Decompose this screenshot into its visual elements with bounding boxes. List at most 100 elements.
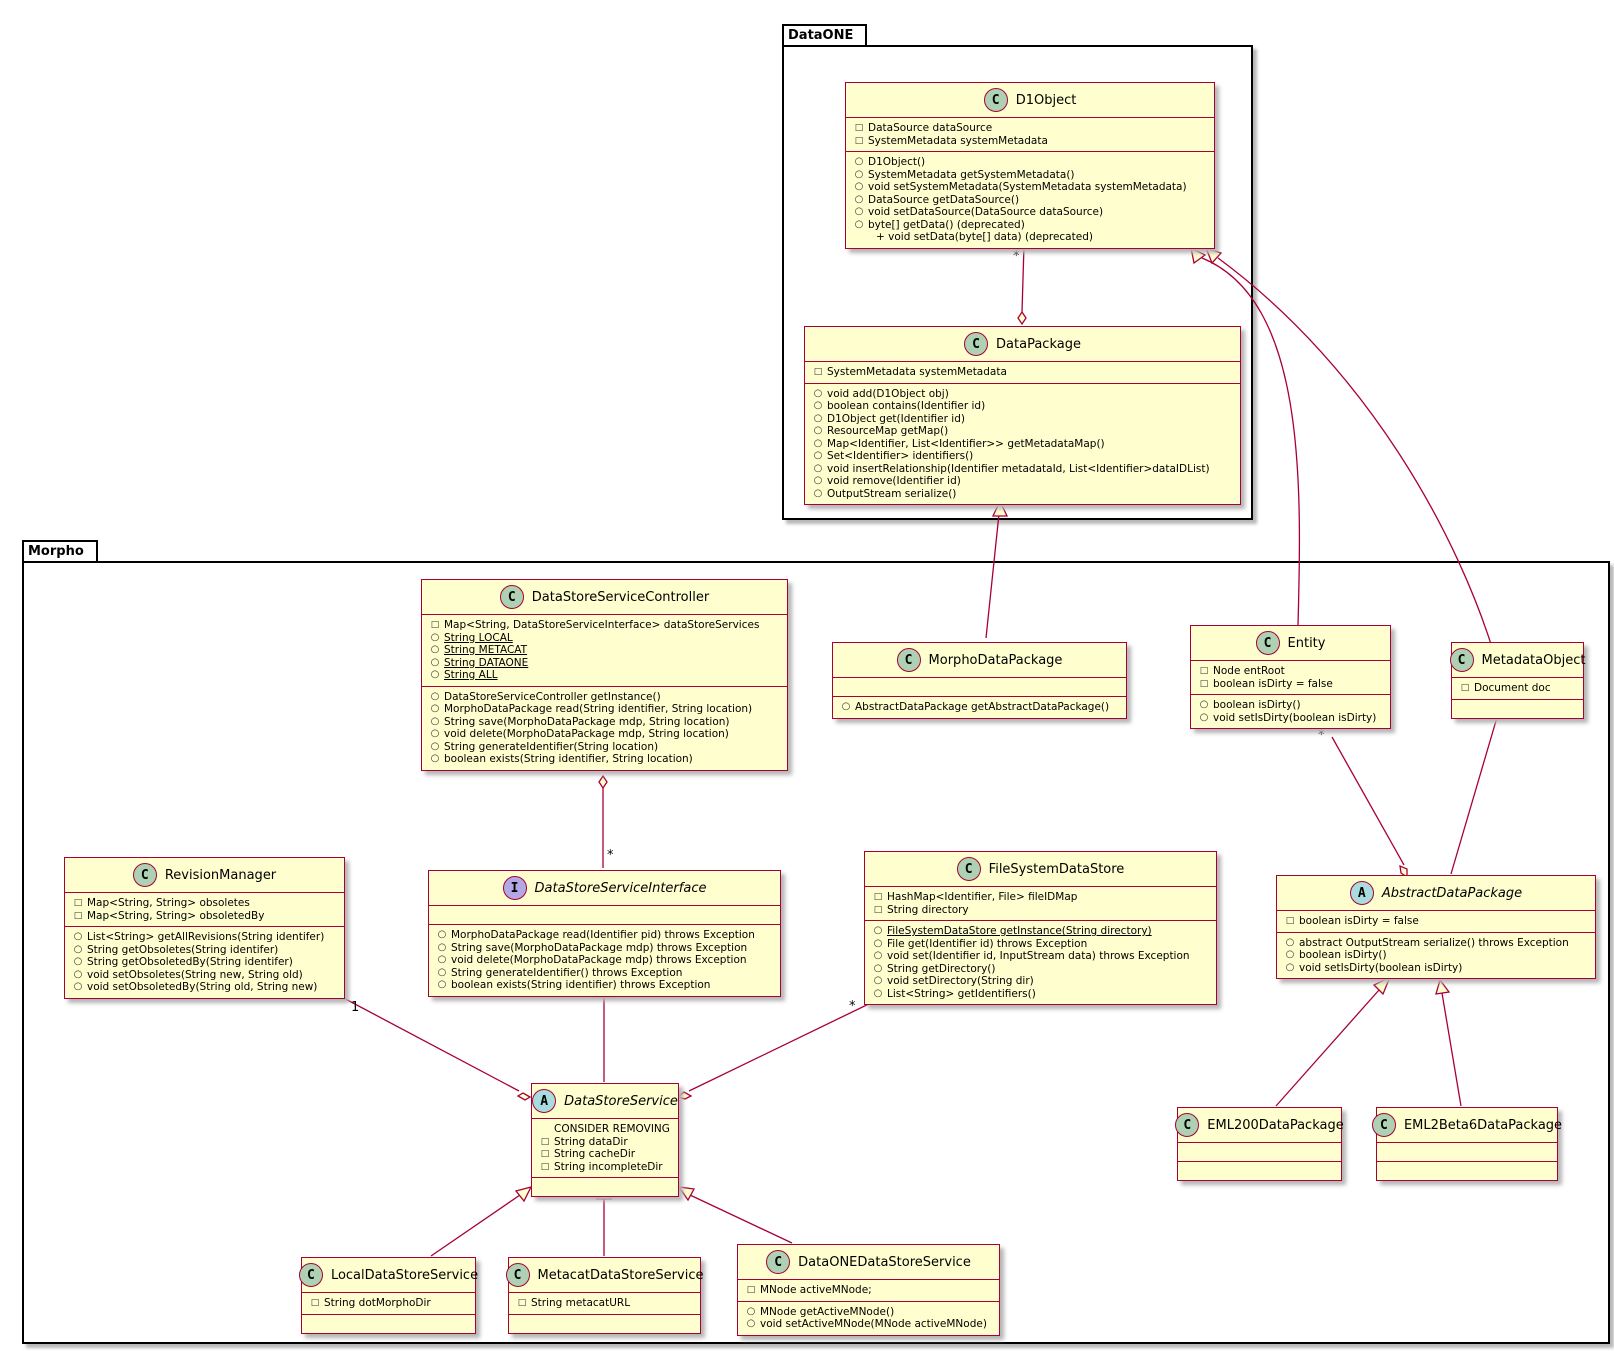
member-text: void setIsDirty(boolean isDirty): [1213, 711, 1377, 724]
class-name: MorphoDataPackage: [928, 652, 1063, 668]
multiplicity-d1object-datapackage: *: [1013, 249, 1020, 264]
member-text: void insertRelationship(Identifier metad…: [827, 462, 1210, 475]
class-method: ○void setActiveMNode(MNode activeMNode): [746, 1318, 993, 1331]
member-text: Set<Identifier> identifiers(): [827, 450, 974, 462]
public-visibility-icon: ○: [430, 703, 440, 714]
member-text: CONSIDER REMOVING: [554, 1123, 670, 1135]
public-visibility-icon: ○: [430, 753, 440, 764]
class-fields-section: [1178, 1142, 1341, 1161]
class-fields-section: □HashMap<Identifier, File> fileIDMap□Str…: [865, 886, 1216, 920]
public-visibility-icon: ○: [854, 193, 864, 205]
package-tab-dataone: DataONE: [782, 24, 868, 45]
member-text: String dataDir: [554, 1135, 628, 1148]
member-text: MNode getActiveMNode(): [760, 1305, 895, 1318]
class-method: ○File get(Identifier id) throws Exceptio…: [873, 938, 1210, 951]
class-method: ○ D1Object get(Identifier id): [813, 413, 1234, 426]
class-method: ○ void delete(MorphoDataPackage mdp) thro…: [437, 954, 774, 967]
member-text: String getObsoletedBy(String identifer): [87, 956, 293, 968]
class-method: ○void set(Identifier id, InputStream dat…: [873, 950, 1210, 963]
class-method: ○void add(D1Object obj): [813, 388, 1234, 401]
member-text: D1Object(): [868, 156, 926, 168]
member-text: ResourceMap getMap(): [827, 425, 949, 437]
class-stereotype-icon: C: [956, 857, 981, 881]
member-text: String METACAT: [444, 644, 528, 656]
class-fields-section: □ Map<String, DataStoreServiceInterface> …: [422, 614, 787, 686]
public-visibility-icon: ○: [813, 425, 823, 436]
member-text: String metacatURL: [531, 1297, 631, 1309]
member-text: FileSystemDataStore getInstance(String d…: [887, 925, 1152, 937]
class-stereotype-icon: C: [983, 88, 1008, 112]
abstract-class-stereotype-icon: A: [1349, 881, 1374, 905]
public-visibility-icon: ○: [437, 954, 447, 965]
public-visibility-icon: ○: [813, 437, 823, 449]
class-method: ○String generateIdentifier() throws Exce…: [437, 967, 774, 980]
private-visibility-icon: □: [1199, 678, 1209, 689]
class-method: ○String save(MorphoDataPackage mdp) thro…: [437, 942, 774, 955]
class-fields-section: □ SystemMetadata systemMetadata: [805, 361, 1240, 383]
member-text: String save(MorphoDataPackage mdp, Strin…: [444, 715, 730, 728]
class-method: + void setData(byte[] data) (deprecated): [854, 231, 1208, 244]
member-text: boolean isDirty(): [1213, 699, 1301, 711]
member-text: boolean isDirty = false: [1213, 677, 1333, 690]
class-fields-section: □String dotMorphoDir: [302, 1292, 475, 1314]
class-fields-section: □String metacatURL: [509, 1292, 700, 1314]
public-visibility-icon: ○: [430, 728, 440, 739]
class-field: ○String LOCAL: [430, 632, 781, 645]
class-method: ○ void delete(MorphoDataPackage mdp, Stri…: [430, 728, 781, 741]
member-text: SystemMetadata getSystemMetadata(): [868, 168, 1075, 181]
class-name: MetadataObject: [1481, 652, 1586, 668]
class-fields-section: □MNode activeMNode;: [738, 1279, 999, 1301]
public-visibility-icon: ○: [854, 218, 864, 230]
member-text: byte[] getData() (deprecated): [868, 218, 1025, 231]
member-text: void setDataSource(DataSource dataSource…: [868, 206, 1104, 218]
public-visibility-icon: ○: [813, 387, 823, 399]
member-text: String generateIdentifier() throws Excep…: [451, 966, 683, 979]
member-text: SystemMetadata systemMetadata: [827, 366, 1007, 378]
public-visibility-icon: ○: [437, 979, 447, 990]
class-method: ○List<String> getIdentifiers(): [873, 988, 1210, 1001]
class-stereotype-icon: C: [298, 1263, 323, 1287]
public-visibility-icon: ○: [430, 669, 440, 680]
class-methods-section: [1377, 1161, 1557, 1180]
class-field: □Map<String, String> obsoletedBy: [73, 910, 338, 923]
member-text: Map<String, DataStoreServiceInterface> d…: [444, 619, 760, 631]
public-visibility-icon: ○: [854, 156, 864, 167]
class-method: ○void setDataSource(DataSource dataSourc…: [854, 206, 1208, 219]
member-text: DataSource getDataSource(): [868, 193, 1020, 206]
public-visibility-icon: ○: [73, 981, 83, 992]
public-visibility-icon: ○: [813, 475, 823, 486]
member-text: Document doc: [1474, 682, 1551, 694]
public-visibility-icon: ○: [1285, 961, 1295, 973]
class-name: MetacatDataStoreService: [537, 1267, 704, 1283]
class-method: ○ byte[] getData() (deprecated): [854, 219, 1208, 232]
class-method: ○MorphoDataPackage read(Identifier pid) …: [437, 929, 774, 942]
member-text: String getObsoletes(String identifer): [87, 943, 279, 956]
public-visibility-icon: ○: [813, 412, 823, 424]
class-method: ○Map<Identifier, List<Identifier>> getMe…: [813, 438, 1234, 451]
member-text: abstract OutputStream serialize() throws…: [1299, 936, 1569, 949]
private-visibility-icon: □: [813, 367, 823, 377]
member-text: void setActiveMNode(MNode activeMNode): [760, 1318, 987, 1330]
member-text: AbstractDataPackage getAbstractDataPacka…: [855, 701, 1110, 713]
member-text: D1Object get(Identifier id): [827, 412, 965, 425]
class-field: □HashMap<Identifier, File> fileIDMap: [873, 891, 1210, 904]
class-methods-section: ○List<String> getAllRevisions(String ide…: [65, 926, 344, 998]
member-text: String getDirectory(): [887, 962, 996, 975]
member-text: void delete(MorphoDataPackage mdp) throw…: [451, 954, 747, 966]
public-visibility-icon: ○: [873, 925, 883, 936]
member-text: void delete(MorphoDataPackage mdp, Strin…: [444, 728, 729, 740]
class-name: EML2Beta6DataPackage: [1403, 1117, 1563, 1133]
private-visibility-icon: □: [430, 620, 440, 630]
class-field: CONSIDER REMOVING: [540, 1123, 672, 1136]
class-method: ○ DataSource getDataSource(): [854, 194, 1208, 207]
class-fields-section: □Document doc: [1452, 677, 1583, 699]
class-method: ○MNode getActiveMNode(): [746, 1306, 993, 1319]
class-method: ○Set<Identifier> identifiers(): [813, 450, 1234, 463]
